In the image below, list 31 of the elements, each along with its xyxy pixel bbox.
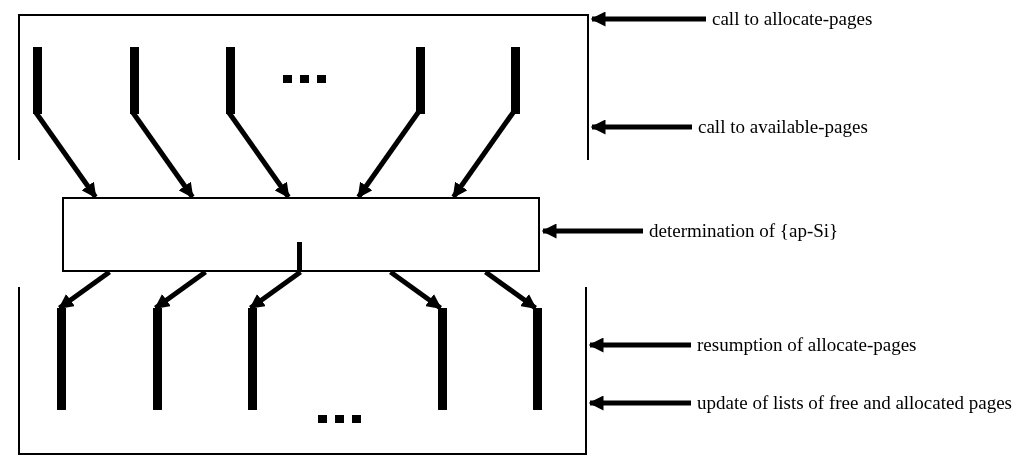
frame-box (62, 197, 540, 272)
arrow (249, 269, 302, 311)
frame-box (18, 287, 587, 455)
vertical-bar (153, 308, 162, 410)
vertical-bar (533, 308, 542, 410)
arrow (154, 269, 207, 311)
vertical-bar (130, 47, 139, 114)
vertical-bar (33, 47, 42, 114)
arrow (451, 110, 516, 199)
arrow (590, 11, 706, 27)
annotation-text: call to available-pages (698, 116, 898, 137)
vertical-bar (248, 308, 257, 410)
arrow (588, 337, 691, 353)
vertical-bar (226, 47, 235, 114)
vertical-bar (57, 308, 66, 410)
arrow (590, 119, 692, 135)
vertical-bar (297, 242, 302, 270)
vertical-bar (416, 47, 425, 114)
vertical-bar (511, 47, 520, 114)
annotation-text: call to allocate-pages (712, 8, 1012, 29)
arrow (356, 110, 421, 199)
annotation-text: determination of {ap-Si} (649, 220, 849, 241)
arrow (58, 269, 111, 311)
arrow (541, 223, 643, 239)
frame-box (18, 14, 589, 160)
vertical-bar (438, 308, 447, 410)
annotation-text: resumption of allocate-pages (697, 334, 917, 355)
arrow (484, 269, 537, 311)
annotation-text: update of lists of free and allocated pages (697, 392, 1017, 413)
arrow (588, 395, 691, 411)
arrow (389, 269, 442, 311)
